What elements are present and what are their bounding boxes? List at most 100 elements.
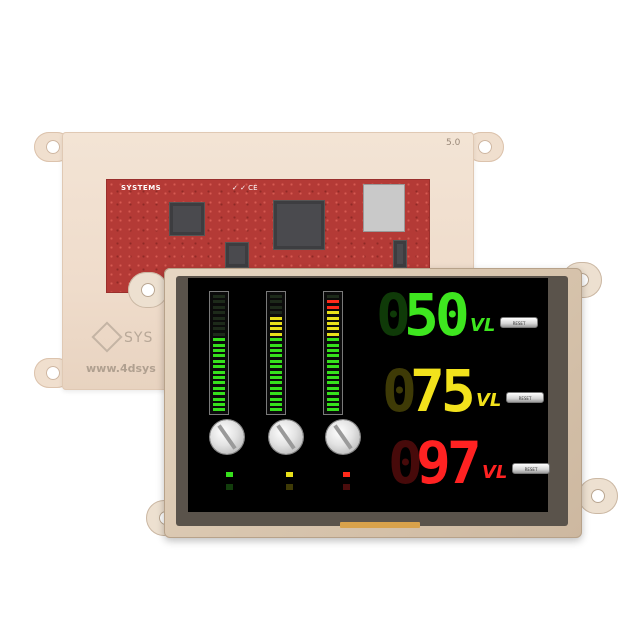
indicator-led-yellow [286,472,293,477]
level-bar-green [209,291,229,415]
bar-segment [270,311,282,315]
ghost-digit-2: 0 [382,357,417,425]
indicator-led-red-dim [343,484,350,490]
readout-value-2: 75 [410,357,476,425]
bar-segment [327,295,339,298]
certification-marks: ✓ ✓ CE [232,184,258,192]
bar-segment [270,305,282,309]
bar-segment [270,370,282,374]
bar-segment [327,392,339,396]
indicator-led-green-dim [226,484,233,490]
bar-segment [213,376,225,379]
bar-segment [213,332,225,336]
control-knob-red[interactable] [326,420,360,454]
bar-segment [327,381,339,385]
bar-segment [270,392,282,396]
bar-segment [270,354,282,358]
bar-segment [270,300,282,304]
bar-segment [270,338,282,342]
indicator-led-yellow-dim [286,484,293,490]
bar-segment [327,322,339,325]
bar-segment [327,370,339,374]
reset-button-3[interactable]: RESET [512,463,550,474]
reset-button-1[interactable]: RESET [500,317,538,328]
bar-segment [327,376,339,379]
bar-segment [213,359,225,363]
bar-segment [270,322,282,325]
bar-segment [213,403,225,406]
bar-segment [327,316,339,320]
indicator-led-red [343,472,350,477]
processor-chip [169,202,205,236]
small-chip [225,242,249,268]
level-bar-yellow [266,291,286,415]
flex-cable [340,522,420,528]
front-mount-tab-top-left [128,272,168,308]
front-mount-tab-bottom-right [578,478,618,514]
readout-value-1: 50 [404,281,470,349]
bar-segment [327,311,339,315]
bezel-logo-text: SYS [124,330,154,346]
bar-segment [270,327,282,331]
bar-segment [213,397,225,401]
bar-segment [213,316,225,320]
bar-segment [213,295,225,298]
memory-chip [273,200,325,250]
bar-segment [270,408,282,412]
bar-segment [270,343,282,347]
bar-segment [327,359,339,363]
bezel-url-text: www.4dsys [86,362,156,375]
bar-segment [327,386,339,390]
bar-segment [327,332,339,336]
bar-segment [213,365,225,369]
bar-segment [327,327,339,331]
bar-segment [213,381,225,385]
bar-segment [327,349,339,352]
readout-unit-1: VL [470,315,496,336]
bar-segment [270,332,282,336]
bar-segment [270,386,282,390]
bar-segment [270,349,282,352]
bar-segment [213,311,225,315]
readout-value-3: 97 [416,429,482,497]
control-knob-green[interactable] [210,420,244,454]
bar-segment [213,349,225,352]
bar-segment [327,305,339,309]
sd-card-slot [363,184,405,232]
bar-segment [213,392,225,396]
bar-segment [270,316,282,320]
bar-segment [327,338,339,342]
bar-segment [270,381,282,385]
bar-segment [327,343,339,347]
indicator-led-green [226,472,233,477]
pcb-logo-text: SYSTEMS [121,184,162,192]
bar-segment [327,354,339,358]
bar-segment [327,397,339,401]
bar-segment [213,343,225,347]
bar-segment [213,305,225,309]
bar-segment [327,408,339,412]
bar-segment [213,408,225,412]
bar-segment [327,365,339,369]
bar-segment [327,300,339,304]
bar-segment [213,370,225,374]
bar-segment [213,300,225,304]
lcd-screen [188,278,548,512]
bar-segment [270,376,282,379]
bar-segment [270,397,282,401]
ghost-digit-1: 0 [376,281,411,349]
readout-unit-2: VL [476,390,502,411]
bar-segment [213,327,225,331]
ghost-digit-3: 0 [388,429,423,497]
bar-segment [213,338,225,342]
reset-button-2[interactable]: RESET [506,392,544,403]
control-knob-yellow[interactable] [269,420,303,454]
bar-segment [270,365,282,369]
level-bar-red [323,291,343,415]
bar-segment [213,386,225,390]
size-badge: 5.0 [446,138,461,148]
readout-unit-3: VL [482,462,508,483]
bar-segment [270,403,282,406]
connector [393,240,407,268]
